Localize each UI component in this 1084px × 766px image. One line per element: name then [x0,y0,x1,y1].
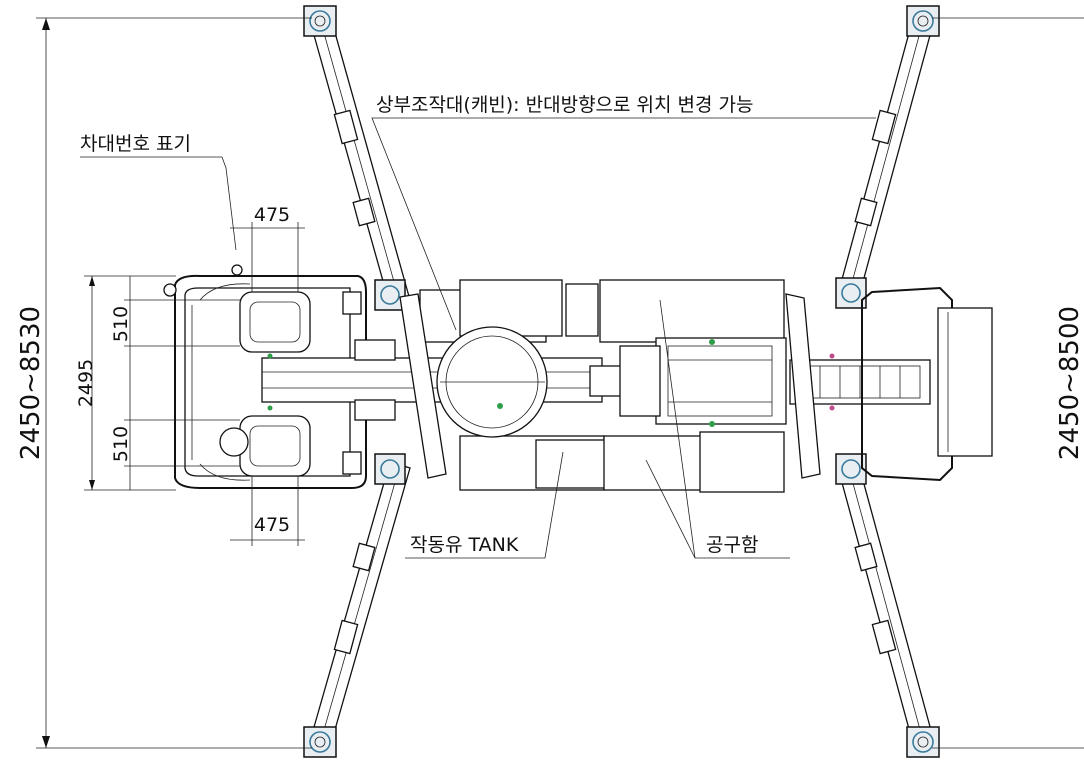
overall-width-right-label: 2450~8500 [1055,306,1084,460]
toolbox-bottom [603,435,705,491]
outrigger-pivot-front-top [374,279,406,311]
seat-offset-top-label: 510 [110,306,132,342]
outrigger-pad-bottom-left [303,726,337,758]
seat-bottom [239,415,311,477]
rear-body [861,286,953,482]
strut-rear [785,293,821,479]
mirror-top [342,291,362,315]
superstructure [267,279,993,493]
mirror-bottom [342,451,362,475]
outrigger-pad-top-left [303,5,337,37]
outrigger-pad-top-right [906,5,940,37]
hydraulic-tank-label: 작동유 TANK [410,534,519,556]
leader-lines [80,117,876,559]
outrigger-pivot-front-bottom [374,453,406,485]
cab-width-label: 2495 [75,359,97,407]
seat-width-bottom-label: 475 [254,514,290,536]
seat-offset-bottom-label: 510 [110,426,132,462]
outrigger-legs [311,21,933,741]
seat-top [239,291,311,353]
rear-outrigger-box [937,307,993,457]
seat-width-dimensions [230,222,305,546]
seat-offset-dimensions [124,276,240,490]
seat-width-top-label: 475 [254,204,290,226]
toolbox-top [599,279,785,343]
cab-body [163,264,367,489]
outrigger-pad-bottom-right [906,726,940,758]
upper-control-label: 상부조작대(캐빈): 반대방향으로 위치 변경 가능 [376,94,754,116]
overall-width-left-label: 2450~8530 [16,306,46,460]
strut-front [399,293,447,479]
outrigger-pads [303,5,940,758]
plate-number-label: 차대번호 표기 [80,133,191,155]
overall-dimension-right [932,17,1084,749]
winch-drum [655,337,787,425]
drawing-labels: 2450~8530 2450~8500 2495 510 510 475 475… [16,94,1084,556]
overall-dimension-left [36,17,312,749]
toolbox-label: 공구함 [706,534,758,556]
